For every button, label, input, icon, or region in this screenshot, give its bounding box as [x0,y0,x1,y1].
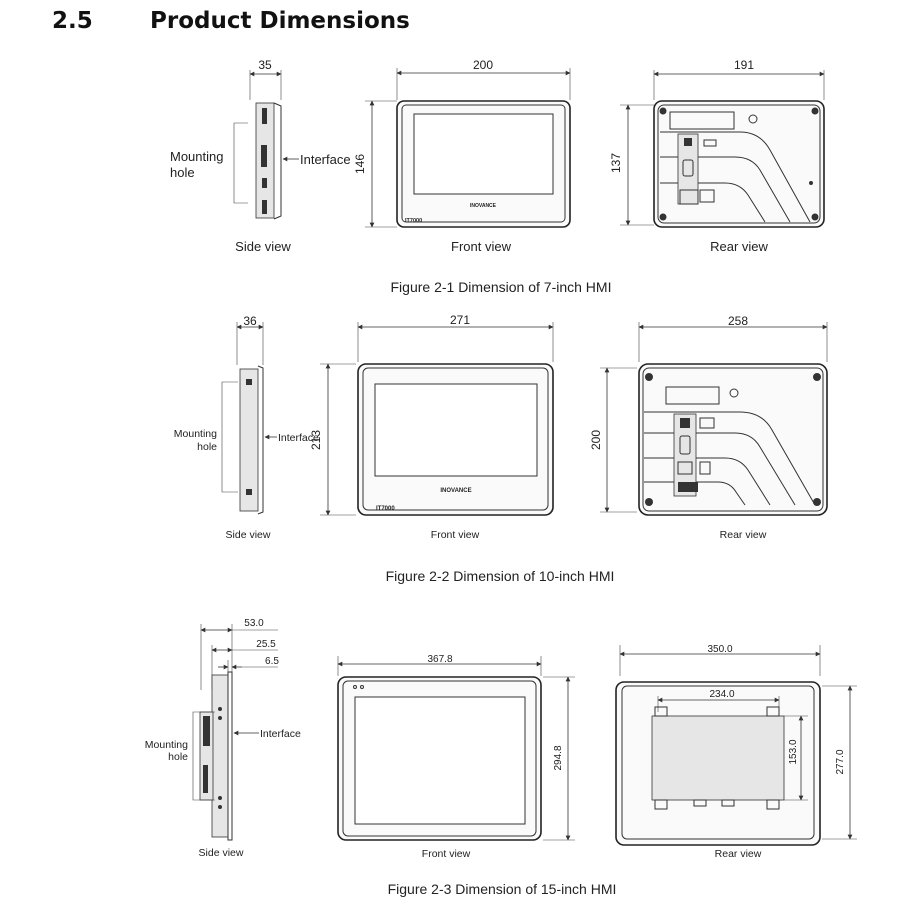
front-width-7: 200 [473,58,493,72]
side-view-7: 35 Mounting hole Interface Side view [170,58,351,254]
front-view-10: 271 213 INOVANCE IT7000 Front view [309,313,554,541]
mounting-hole-label-10a: Mounting [174,428,217,440]
side-depth-7: 35 [258,58,272,72]
mounting-hole-label-10b: hole [197,441,217,453]
mounting-hole-label-7a: Mounting [170,149,223,164]
front-view-15: 367.8 294.8 Front view [337,654,575,860]
front-view-7: 200 146 INOVANCE IT7000 Front view [353,58,571,254]
interface-label-7: Interface [300,152,351,167]
section-heading: 2.5 Product Dimensions [52,8,410,34]
figure-7-inch: 35 Mounting hole Interface Side view 200… [170,58,825,295]
side-mid-15: 25.5 [256,639,276,650]
rear-width-15: 350.0 [707,644,732,655]
rear-view-label-7: Rear view [710,239,768,254]
rear-width-7: 191 [734,58,754,72]
front-view-label-15: Front view [422,848,471,860]
front-width-15: 367.8 [427,654,452,665]
figure-15-inch: 53.0 25.5 6.5 Mounting hole Interface Si… [145,618,857,897]
rear-height-15: 277.0 [835,749,846,774]
rear-width-10: 258 [728,314,748,328]
front-view-label-10: Front view [431,529,480,541]
interface-label-10: Interface [278,432,319,444]
caption-figure-2-3: Figure 2-3 Dimension of 15-inch HMI [388,881,617,897]
side-depth-10: 36 [243,314,257,328]
mounting-hole-label-15b: hole [168,751,188,763]
rear-view-7: 191 137 Rear view [609,58,825,254]
side-small-15: 6.5 [265,656,279,667]
rear-height-7: 137 [609,153,623,173]
caption-figure-2-2: Figure 2-2 Dimension of 10-inch HMI [386,568,615,584]
rear-view-label-15: Rear view [715,848,762,860]
side-view-10: 36 Mounting hole Interface Side view [174,314,319,541]
section-title: Product Dimensions [150,8,410,34]
caption-figure-2-1: Figure 2-1 Dimension of 7-inch HMI [391,279,612,295]
front-height-10: 213 [309,430,323,450]
side-view-label-10: Side view [226,529,271,541]
front-height-7: 146 [353,154,367,174]
interface-label-15: Interface [260,728,301,740]
rear-view-label-10: Rear view [720,529,767,541]
section-number: 2.5 [52,8,93,34]
model-marking-10: IT7000 [376,506,395,512]
brand-marking-10: INOVANCE [440,488,471,494]
rear-box-height-15: 153.0 [788,739,799,764]
brand-marking-7: INOVANCE [470,203,497,209]
figure-10-inch: 36 Mounting hole Interface Side view 271… [174,313,828,584]
mounting-hole-label-15a: Mounting [145,739,188,751]
side-view-15: 53.0 25.5 6.5 Mounting hole Interface Si… [145,618,301,859]
side-view-label-15: Side view [199,847,244,859]
mounting-hole-label-7b: hole [170,165,195,180]
side-total-15: 53.0 [244,618,264,629]
front-view-label-7: Front view [451,239,512,254]
rear-height-10: 200 [589,430,603,450]
model-marking-7: IT7000 [405,218,422,224]
rear-box-width-15: 234.0 [709,689,734,700]
rear-view-15: 350.0 277.0 234.0 153.0 Rear view [615,644,857,860]
front-width-10: 271 [450,313,470,327]
side-view-label-7: Side view [235,239,291,254]
front-height-15: 294.8 [553,745,564,770]
rear-view-10: 258 200 Rear view [589,314,828,541]
